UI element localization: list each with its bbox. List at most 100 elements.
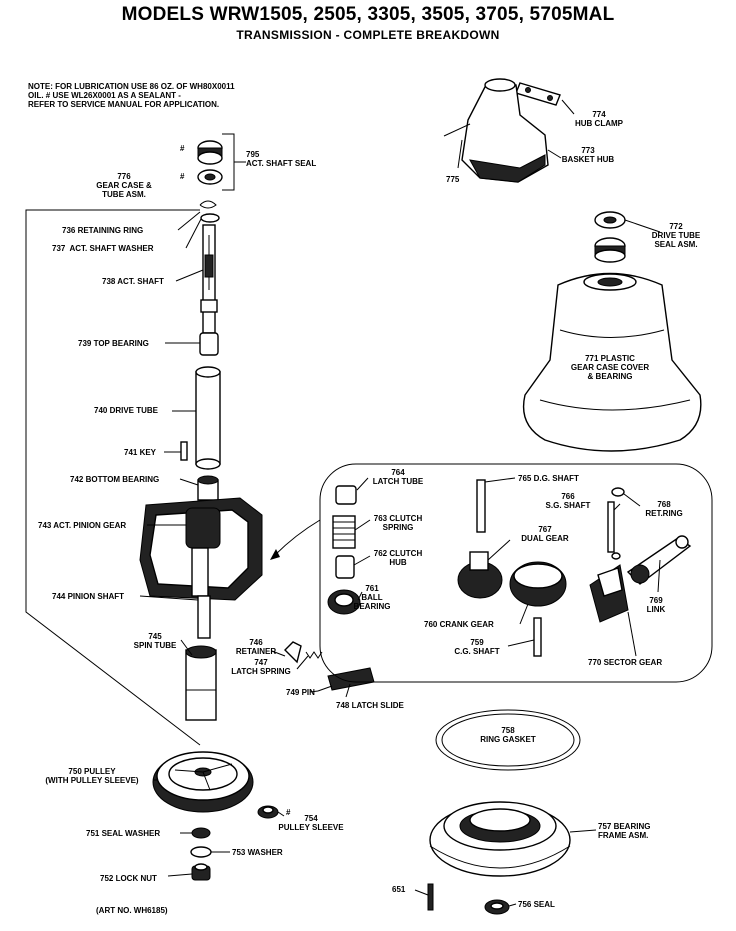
dg-shaft-part [476,479,486,533]
seal-washer-part [191,827,211,839]
act-shaft-washer-part [200,213,220,223]
drive-tube-part [195,366,221,470]
pulley-part [152,751,254,813]
act-shaft-part [200,224,218,334]
bearing-frame-part [429,801,571,877]
label-762-clutch-hub: 762 CLUTCH HUB [373,549,423,567]
pulley-sleeve-part [257,805,279,819]
clutch-spring-part [332,515,356,549]
label-773-basket-hub: 773 BASKET HUB [561,146,615,164]
diagram-subtitle: TRANSMISSION - COMPLETE BREAKDOWN [236,28,500,42]
ret-ring-lower-part [611,552,621,560]
label-761-ball-bearing: 761 BALL BEARING [353,584,391,611]
label-749-pin: 749 PIN [286,688,315,697]
label-768-ret-ring: 768 RET.RING [645,500,683,518]
label-742-bottom-bearing: 742 BOTTOM BEARING [70,475,160,484]
label-764-latch-tube: 764 LATCH TUBE [372,468,424,486]
label-759-cg-shaft: 759 C.G. SHAFT [454,638,500,656]
label-756-seal: 756 SEAL [518,900,555,909]
label-747-latch-spring: 747 LATCH SPRING [231,658,291,676]
label-771-gear-case-cover: 771 PLASTIC GEAR CASE COVER & BEARING [570,354,650,381]
detail-pointer-arrow [270,549,280,560]
cg-shaft-part [533,617,542,657]
label-774-hub-clamp: 774 HUB CLAMP [575,110,623,128]
retainer-part [284,641,302,664]
label-770-sector-gear: 770 SECTOR GEAR [588,658,663,667]
drive-tube-seal-part [594,211,626,263]
ret-ring-part [611,487,625,497]
label-746-retainer: 746 RETAINER [235,638,277,656]
label-752-lock-nut: 752 LOCK NUT [100,874,157,883]
dual-gear-part [457,551,503,599]
gear-detail-callout [319,463,713,683]
label-763-clutch-spring: 763 CLUTCH SPRING [373,514,423,532]
art-number: (ART NO. WH6185) [96,906,168,915]
pin-part [317,685,333,692]
label-741-key: 741 KEY [124,448,157,457]
label-795-act-shaft-seal: 795 ACT. SHAFT SEAL [246,150,317,168]
gear-case-cover-part [522,272,702,452]
screw-part [427,883,434,911]
label-754-hash: # [286,808,291,817]
hub-clamp-part [515,82,561,106]
label-748-latch-slide: 748 LATCH SLIDE [336,701,404,710]
ball-bearing-part [327,589,361,615]
label-772-drive-tube-seal: 772 DRIVE TUBE SEAL ASM. [651,222,701,249]
gear-case-assembly-bracket [25,209,201,746]
latch-spring-part [305,651,323,659]
label-740-drive-tube: 740 DRIVE TUBE [94,406,159,415]
label-744-pinion-shaft: 744 PINION SHAFT [52,592,125,601]
label-765-dg-shaft: 765 D.G. SHAFT [518,474,579,483]
shaft-seal-bracket [222,133,235,191]
lock-nut-part [191,863,211,881]
label-737-act-shaft-washer: 737 ACT. SHAFT WASHER [52,244,154,253]
label-775: 775 [446,175,460,184]
latch-tube-part [335,485,357,505]
label-745-spin-tube: 745 SPIN TUBE [133,632,177,650]
pinion-shaft-part [197,595,211,639]
hash-mark-1: # [180,144,185,153]
ring-gasket-part [435,709,581,771]
label-769-link: 769 LINK [646,596,666,614]
label-766-sg-shaft: 766 S.G. SHAFT [545,492,591,510]
link-part [626,535,692,585]
seal-part [484,899,510,915]
spin-tube-part [185,645,217,721]
label-743-act-pinion-gear: 743 ACT. PINION GEAR [38,521,127,530]
label-739-top-bearing: 739 TOP BEARING [78,339,149,348]
label-651: 651 [392,885,406,894]
crank-gear-part [509,561,567,607]
label-738-act-shaft: 738 ACT. SHAFT [102,277,164,286]
label-758-ring-gasket: 758 RING GASKET [480,726,536,744]
diagram-title: MODELS WRW1505, 2505, 3305, 3505, 3705, … [121,4,615,25]
leader-lines [139,99,661,907]
hash-mark-2: # [180,172,185,181]
bottom-bearing-part [197,475,219,501]
label-754-pulley-sleeve: 754 PULLEY SLEEVE [278,814,344,832]
act-shaft-seal-part [197,140,223,185]
label-776-gear-case: 776 GEAR CASE & TUBE ASM. [96,172,152,199]
latch-slide-part [327,667,375,691]
label-767-dual-gear: 767 DUAL GEAR [521,525,569,543]
key-part [180,441,188,461]
label-757-bearing-frame: 757 BEARING FRAME ASM. [598,822,651,840]
basket-hub-part [461,78,549,183]
washer-part [190,846,212,858]
label-760-crank-gear: 760 CRANK GEAR [424,620,494,629]
label-750-pulley: 750 PULLEY (WITH PULLEY SLEEVE) [45,767,139,785]
sg-shaft-part [607,501,615,553]
lubrication-note: NOTE: FOR LUBRICATION USE 86 OZ. OF WH80… [28,82,235,109]
label-753-washer: 753 WASHER [232,848,283,857]
hub-screw-part [443,123,471,137]
label-751-seal-washer: 751 SEAL WASHER [86,829,161,838]
sector-gear-part [589,564,629,623]
label-736-retaining-ring: 736 RETAINING RING [62,226,144,235]
retaining-ring-part [199,200,217,209]
top-bearing-part [199,332,219,356]
gear-case-housing [139,497,263,601]
clutch-hub-part [335,555,355,579]
detail-pointer-line [274,519,321,556]
ring-gasket-inner [441,713,575,767]
